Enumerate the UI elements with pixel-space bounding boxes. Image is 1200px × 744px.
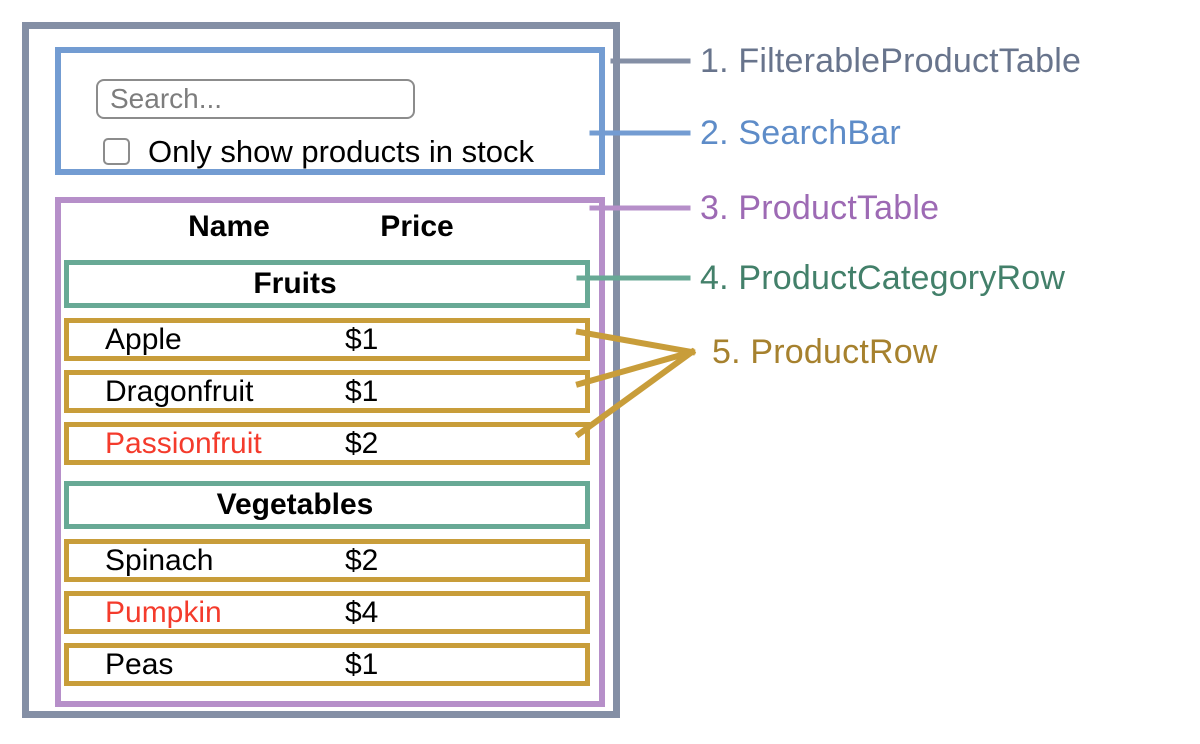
product-row-dragonfruit: Dragonfruit $1 <box>64 370 590 413</box>
column-header-name: Name <box>188 210 270 243</box>
product-name: Apple <box>105 322 182 356</box>
product-price: $1 <box>345 374 379 408</box>
legend-search-bar: 2. SearchBar <box>700 114 901 152</box>
category-row-fruits: Fruits <box>64 260 590 308</box>
product-price: $1 <box>345 322 379 356</box>
product-price: $4 <box>345 595 379 629</box>
product-price: $2 <box>345 426 379 460</box>
product-name: Dragonfruit <box>105 374 254 408</box>
product-name: Passionfruit <box>105 426 262 460</box>
product-price: $1 <box>345 647 379 681</box>
legend-product-table: 3. ProductTable <box>700 189 940 227</box>
product-name: Pumpkin <box>105 595 222 629</box>
legend-product-row: 5. ProductRow <box>712 333 938 371</box>
category-label: Fruits <box>253 267 337 300</box>
search-input[interactable] <box>96 79 415 119</box>
column-header-price: Price <box>380 210 454 243</box>
product-name: Spinach <box>105 543 214 577</box>
category-row-vegetables: Vegetables <box>64 481 590 529</box>
product-row-pumpkin: Pumpkin $4 <box>64 591 590 634</box>
in-stock-checkbox[interactable] <box>103 138 130 165</box>
product-price: $2 <box>345 543 379 577</box>
legend-filterable-product-table: 1. FilterableProductTable <box>700 42 1082 80</box>
product-row-spinach: Spinach $2 <box>64 539 590 582</box>
legend-product-category-row: 4. ProductCategoryRow <box>700 259 1066 297</box>
product-row-passionfruit: Passionfruit $2 <box>64 422 590 465</box>
product-name: Peas <box>105 647 174 681</box>
product-row-apple: Apple $1 <box>64 318 590 361</box>
filterable-product-table-box: Only show products in stock Name Price F… <box>22 22 620 718</box>
in-stock-checkbox-label: Only show products in stock <box>148 134 534 169</box>
category-label: Vegetables <box>216 488 374 521</box>
product-row-peas: Peas $1 <box>64 643 590 686</box>
